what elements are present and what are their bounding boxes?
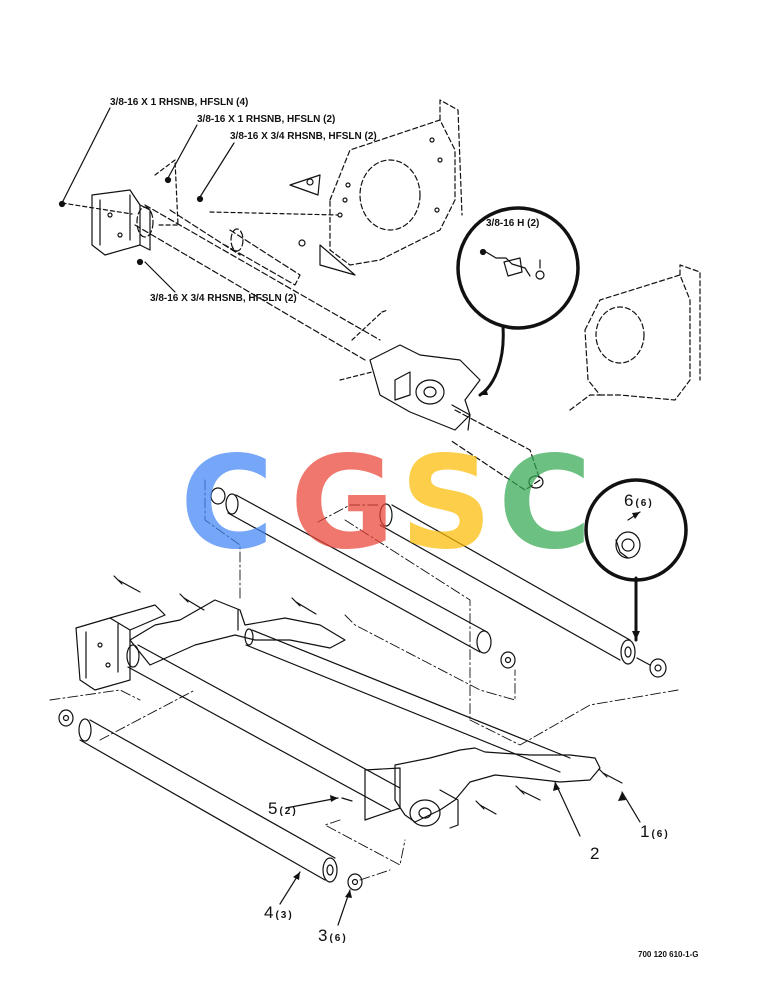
callout-2: 2 [590,845,601,863]
callout-6-qty: (6) [635,498,654,509]
hardware-leaders-upper [58,107,339,293]
bolts-lower [113,575,623,815]
callout-3-number: 3 [318,926,328,945]
roller-top-middle [210,487,516,669]
frame-tube-front [126,644,401,811]
roller-top-right [379,503,667,678]
callout-5: 5(2) [268,800,298,818]
hardware-label-2: 3/8-16 X 1 RHSNB, HFSLN (2) [197,114,336,125]
bracket-tabs-upper [289,174,356,276]
callout-4-number: 4 [264,903,274,922]
frame-tube-rear [244,628,571,773]
side-plate-upper [329,99,463,266]
callout-leaders [279,511,641,926]
support-arm-right [364,747,601,829]
watermark-letter-g: G [290,429,396,578]
callout-5-number: 5 [268,799,278,818]
hardware-label-1: 3/8-16 X 1 RHSNB, HFSLN (4) [110,97,249,108]
detail-inset-lower [584,478,688,582]
roller-bottom-left [58,709,363,891]
callout-6-number: 6 [624,491,634,510]
hardware-label-4: 3/8-16 X 3/4 RHSNB, HFSLN (2) [150,293,297,304]
center-lines [49,479,679,881]
callout-4-qty: (3) [275,910,294,921]
callout-5-qty: (2) [279,806,298,817]
detail-inset-upper [456,206,580,397]
mount-bracket-lower [75,604,166,691]
watermark-letter-c2: C [498,429,592,578]
hardware-label-nut: 3/8-16 H (2) [486,218,540,229]
side-plate-right [569,264,701,411]
support-arm-upper [339,309,544,491]
hardware-label-3: 3/8-16 X 3/4 RHSNB, HFSLN (2) [230,131,377,142]
mount-bracket-upper [91,189,151,256]
watermark-letter-s: S [400,429,493,578]
callout-1-number: 1 [640,822,650,841]
callout-3-qty: (6) [329,933,348,944]
drawing-number: 700 120 610-1-G [638,950,699,959]
watermark-letter-c1: C [180,429,274,578]
support-arm-left [129,599,346,666]
arrowheads [293,388,640,898]
callout-3: 3(6) [318,927,348,945]
callout-6: 6(6) [624,492,654,510]
callout-1-qty: (6) [651,829,670,840]
callout-2-number: 2 [590,844,600,863]
upper-tube [134,204,381,361]
callout-1: 1(6) [640,823,670,841]
callout-4: 4(3) [264,904,294,922]
